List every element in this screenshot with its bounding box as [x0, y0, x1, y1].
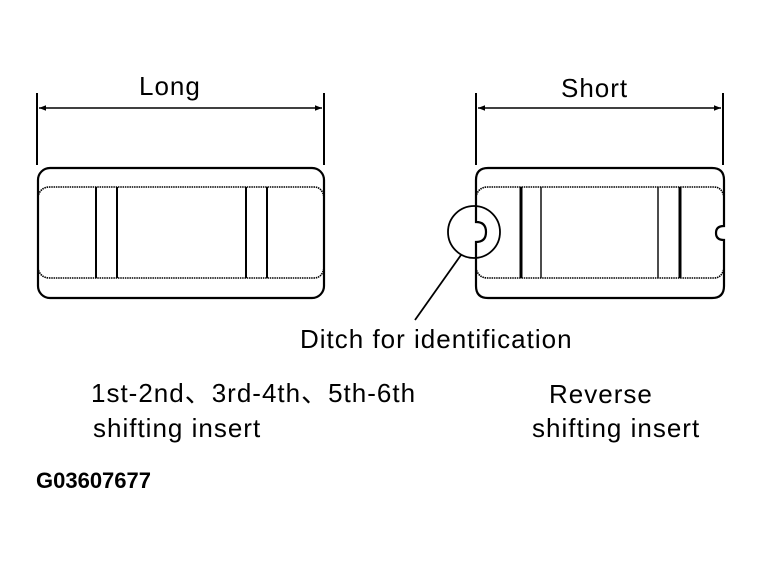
callout-leader-line	[414, 254, 462, 321]
long-outer-body	[36, 166, 326, 300]
short-insert-drawing	[414, 93, 726, 321]
long-insert-drawing	[36, 93, 326, 300]
short-dimension-label: Short	[561, 73, 629, 103]
left-caption-line2: shifting insert	[93, 413, 262, 443]
right-caption-line2: shifting insert	[532, 413, 701, 443]
long-dimension-label: Long	[139, 71, 201, 101]
right-caption-line1: Reverse	[549, 379, 653, 409]
figure-code: G03607677	[36, 468, 151, 493]
short-outer-body	[474, 166, 726, 300]
identification-magnifier-icon	[447, 205, 501, 259]
long-inner-band	[37, 186, 325, 279]
short-inner-band	[475, 186, 725, 279]
left-caption-line1: 1st-2nd、3rd-4th、5th-6th	[91, 378, 417, 408]
callout-label: Ditch for identification	[300, 324, 573, 354]
